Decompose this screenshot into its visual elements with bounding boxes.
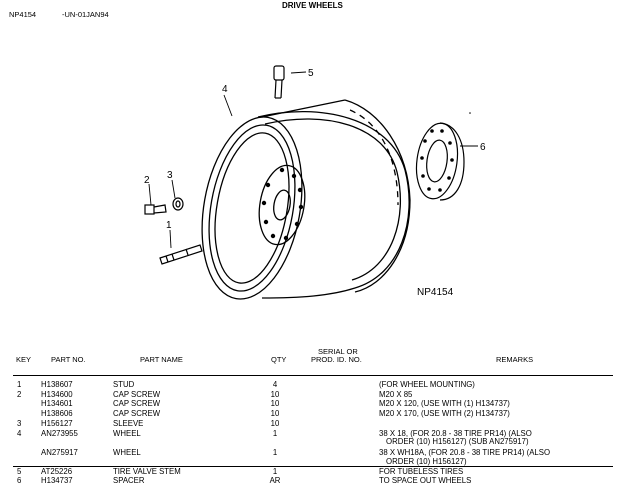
- table-cell: 6: [17, 476, 22, 486]
- group-divider: [13, 465, 613, 467]
- table-cell: FOR TUBELESS TIRES: [379, 466, 464, 476]
- table-cell: ORDER (10) H156127): [386, 456, 467, 466]
- table-row: 3 H156127 SLEEVE 10: [0, 419, 626, 429]
- table-cell: 1: [272, 428, 278, 438]
- table-cell: 38 X WH18A, (FOR 20.8 - 38 TIRE PR14) (A…: [379, 447, 551, 457]
- callout-5: 5: [308, 68, 314, 79]
- table-cell: 10: [270, 399, 280, 409]
- wheel-rim-illustration: [201, 99, 411, 300]
- col-serial-line2: PROD. ID. NO.: [311, 355, 362, 364]
- table-row: 4 AN273955 WHEEL 1 38 X 18, (FOR 20.8 - 38 T…: [0, 429, 626, 439]
- table-row: 2 H134600 CAP SCREW 10 M20 X 85: [0, 390, 626, 400]
- col-serial-line1: SERIAL OR: [318, 347, 358, 356]
- table-cell: TO SPACE OUT WHEELS: [379, 476, 472, 486]
- col-remarks: REMARKS: [496, 355, 534, 364]
- revision-date: -UN-01JAN94: [62, 10, 109, 19]
- table-cell: 10: [270, 418, 280, 428]
- table-cell: 3: [17, 418, 22, 428]
- table-cell: H134600: [41, 389, 73, 399]
- table-cell: 10: [270, 389, 280, 399]
- table-row: 1 H138607 STUD 4 (FOR WHEEL MOUNTING): [0, 380, 626, 390]
- spacer-bolt-holes: [420, 129, 454, 192]
- table-cell: CAP SCREW: [113, 399, 161, 409]
- table-cell: H156127: [41, 418, 73, 428]
- sleeve-illustration: [172, 197, 184, 211]
- table-cell: STUD: [113, 380, 135, 389]
- table-cell: H134737: [41, 476, 73, 486]
- table-cell: 38 X 18, (FOR 20.8 - 38 TIRE PR14) (ALSO: [379, 428, 532, 438]
- table-cell: 1: [272, 466, 278, 476]
- table-cell: 1: [17, 380, 22, 389]
- table-row: 6 H134737 SPACER AR TO SPACE OUT WHEELS: [0, 476, 626, 486]
- table-cell: 5: [17, 466, 22, 476]
- table-cell: WHEEL: [113, 447, 141, 457]
- table-cell: AN275917: [41, 447, 78, 457]
- callout-4: 4: [222, 84, 228, 95]
- table-row: 5 AT25226 TIRE VALVE STEM 1 FOR TUBELESS TIR…: [0, 467, 626, 477]
- table-cell: 4: [272, 380, 278, 389]
- callout-6: 6: [480, 142, 486, 153]
- table-cell: 2: [17, 389, 22, 399]
- table-row: H134601 CAP SCREW 10 M20 X 120, (USE WITH (…: [0, 399, 626, 409]
- drawing-code: NP4154: [9, 10, 37, 19]
- table-cell: 10: [270, 409, 280, 419]
- table-row: AN275917 WHEEL 1 38 X WH18A, (FOR 20.8 - 38…: [0, 448, 626, 458]
- col-key: KEY: [16, 355, 32, 364]
- table-cell: M20 X 170, (USE WITH (2) H134737): [379, 409, 510, 419]
- table-cell: (FOR WHEEL MOUNTING): [379, 380, 475, 389]
- wheel-exploded-diagram: 4 5 2 3 1 6 NP4154: [144, 65, 486, 300]
- figure-label: NP4154: [417, 287, 454, 298]
- leader-lines: [148, 71, 478, 249]
- callout-1: 1: [166, 220, 172, 231]
- stud-illustration: [159, 244, 203, 265]
- callout-3: 3: [167, 170, 173, 181]
- table-cell: TIRE VALVE STEM: [113, 466, 181, 476]
- table-cell: AT25226: [41, 466, 73, 476]
- table-row: H138606 CAP SCREW 10 M20 X 170, (USE WITH (…: [0, 409, 626, 419]
- table-row: ORDER (10) H156127): [0, 457, 626, 467]
- table-cell: ORDER (10) H156127) (SUB AN275917): [386, 437, 529, 447]
- table-cell: 1: [272, 447, 278, 457]
- table-cell: AN273955: [41, 428, 78, 438]
- spacer-illustration: [415, 122, 465, 201]
- table-cell: H138606: [41, 409, 73, 419]
- table-cell: H138607: [41, 380, 73, 389]
- col-part-name: PART NAME: [140, 355, 183, 364]
- table-cell: H134601: [41, 399, 73, 409]
- cap-screw-illustration: [144, 204, 167, 215]
- callout-labels: 4 5 2 3 1 6: [144, 68, 486, 231]
- table-cell: M20 X 120, (USE WITH (1) H134737): [379, 399, 510, 409]
- page-title: DRIVE WHEELS: [282, 1, 343, 10]
- table-cell: CAP SCREW: [113, 389, 161, 399]
- table-cell: SLEEVE: [113, 418, 144, 428]
- valve-stem-illustration: [273, 65, 285, 99]
- callout-2: 2: [144, 175, 150, 186]
- col-part-no: PART NO.: [51, 355, 86, 364]
- table-divider: [13, 375, 613, 376]
- col-qty: QTY: [271, 355, 287, 364]
- table-cell: AR: [269, 476, 281, 486]
- table-cell: 4: [17, 428, 22, 438]
- table-row: ORDER (10) H156127) (SUB AN275917): [0, 437, 626, 447]
- table-cell: M20 X 85: [379, 389, 413, 399]
- table-cell: CAP SCREW: [113, 409, 161, 419]
- table-cell: SPACER: [113, 476, 145, 486]
- disc-bolt-holes: [261, 167, 304, 241]
- table-cell: WHEEL: [113, 428, 141, 438]
